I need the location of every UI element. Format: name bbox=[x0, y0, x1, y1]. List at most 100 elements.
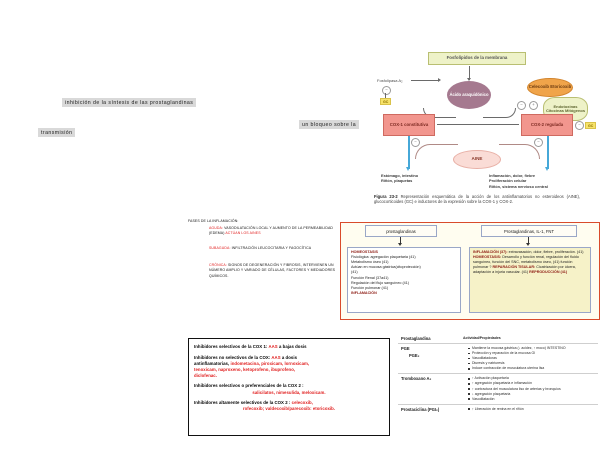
gc-badge-phospholipase: GC bbox=[380, 98, 392, 105]
minus-circle-gc-phospholipase: − bbox=[382, 86, 391, 95]
highlight-fragment-blockade: un bloqueo sobre la bbox=[299, 120, 360, 129]
cox2-label: COX-2 regulada bbox=[530, 121, 564, 127]
nonsel-head: Inhibidores no selectivos de la COX: bbox=[194, 354, 271, 360]
highsel-head: Inhibidores altamente selectivos de la C… bbox=[194, 400, 291, 406]
cox1-head: Inhibidores selectivos de la COX 1: bbox=[194, 344, 268, 349]
cox1-head-red: AAS bbox=[268, 344, 278, 349]
arrowhead-phospholipase bbox=[438, 77, 441, 82]
inflammation-phase-acute: AGUDA: VASODILATACIÓN LOCAL Y AUMENTO DE… bbox=[209, 226, 343, 237]
cox-inhibitors-box: Inhibidores selectivos de la COX 1: AAS … bbox=[188, 338, 390, 436]
minus-circle-aine-cox1: − bbox=[411, 138, 420, 147]
arrow-arachidonic-to-cox1 bbox=[423, 108, 456, 118]
table-row: Prostaciclina (PGI₂) ↑ Liberación de ren… bbox=[398, 405, 598, 414]
homeostasis-line-5: Regulación del flujo sanguíneo (41) bbox=[351, 280, 410, 285]
homeostasis-title: HOMEOSTASIS bbox=[351, 250, 378, 254]
list-item: ↑ Activación plaquetaria bbox=[468, 376, 595, 381]
table-row: PGE PGE₂ Mantiene la mucosa gástrica (↓ … bbox=[398, 344, 598, 375]
inflammation-bold-1: INFLAMACIÓN (37): bbox=[473, 250, 508, 254]
inflammation-phases-card: FASES DE LA INFLAMACIÓN: AGUDA: VASODILA… bbox=[183, 215, 348, 318]
row-name-pge2: PGE₂ bbox=[409, 353, 420, 359]
inflammation-phase-subacute: SUBAGUDA: INFILTRACIÓN LEUCOCITARIA Y FA… bbox=[209, 246, 343, 251]
arrowhead-outflow-left bbox=[406, 167, 410, 171]
row-name-thromboxane: Tromboxano A₂ bbox=[401, 376, 432, 382]
inflammation-phase-chronic: CRÓNICA: SIGNOS DE DEGENERACIÓN Y FIBROS… bbox=[209, 263, 343, 279]
homeostasis-box: HOMEOSTASIS Fisiológica: agregación plaq… bbox=[347, 247, 461, 313]
phase-chronic-label: CRÓNICA: bbox=[209, 263, 227, 267]
outflow-right-line3: Riñón, sistema nervioso central bbox=[489, 183, 548, 189]
table-header-activity: Actividad/Propiedades bbox=[463, 336, 501, 340]
node-arachidonic-acid: Ácido araquidónico bbox=[447, 81, 491, 109]
homeostasis-line-3: (41) bbox=[351, 270, 358, 275]
gc-badge-cox2: GC bbox=[585, 122, 597, 129]
arc-aine-to-cox2 bbox=[499, 144, 540, 159]
cox-group-highly-selective-cox2: Inhibidores altamente selectivos de la C… bbox=[194, 400, 384, 412]
figure-caption: Figura 23-2 Representación esquemática d… bbox=[374, 194, 580, 205]
list-item: ↑ agregación plaquetaria e inflamación bbox=[468, 381, 595, 386]
homeostasis-line-0: Fisiológica: agregación plaquetaria (41) bbox=[351, 255, 416, 260]
inflammation-text-2: Desarrollo y función renal, regulación d… bbox=[473, 255, 579, 270]
inflammation-bold-2: HOMEOSTASIS: bbox=[473, 255, 502, 260]
outflow-left-line1: Estómago, intestino bbox=[381, 173, 419, 178]
homeostasis-line-6: Función pulmonar (41) bbox=[351, 285, 389, 290]
list-item: Vasodilatación bbox=[468, 397, 595, 402]
outflow-text-right: Inflamación, dolor, fiebre Proliferación… bbox=[489, 173, 548, 189]
cox1-head-tail: a bajas dosis bbox=[278, 344, 307, 349]
minus-circle-aine-cox2: − bbox=[534, 138, 543, 147]
inflammation-text-3: Cicatrización por úlcera, adaptación a i… bbox=[473, 265, 576, 275]
table-header-row: Prostaglandina Actividad/Propiedades bbox=[398, 334, 598, 345]
connector-right-chip bbox=[528, 237, 529, 244]
pref-head: Inhibidores selectivos o preferenciales … bbox=[194, 383, 304, 389]
list-item: ↑ Liberación de renina en el riñón bbox=[468, 407, 595, 412]
nonsel-body-black: antinflamatorias, bbox=[194, 360, 230, 366]
row-name-pge: PGE PGE₂ bbox=[398, 344, 460, 373]
phase-chronic-line1: SIGNOS DE DEGENERACIÓN Y FIBROSIS, bbox=[228, 263, 302, 267]
homeostasis-line-2: Actúan en mucosa gástrica(citoprotección… bbox=[351, 265, 421, 270]
table-row: Tromboxano A₂ ↑ Activación plaquetaria ↑… bbox=[398, 374, 598, 405]
list-item: ↓ agregación plaquetaria bbox=[468, 392, 595, 397]
arrow-phospholipid-to-arachidonic bbox=[469, 66, 470, 80]
homeostasis-line-1: Metabolismo óseo (41) bbox=[351, 260, 389, 265]
highsel-body-red: rofecoxib; valdecoxib/parecoxib: etorico… bbox=[242, 406, 336, 412]
row-items-pge: Mantiene la mucosa gástrica (↓ acidez, ↑… bbox=[460, 344, 598, 373]
outflow-bar-left bbox=[408, 136, 410, 169]
inflammation-bold-4: REPRODUCCIÓN (41) bbox=[529, 270, 568, 275]
outflow-right-line2: Proliferación celular bbox=[489, 178, 527, 184]
phase-acute-text: VASODILATACIÓN LOCAL Y AUMENTO DE LA PER… bbox=[209, 226, 334, 236]
highlight-fragment-prostaglandins: inhibición de la síntesis de las prostag… bbox=[62, 98, 197, 107]
outflow-left-line2: Riñón, plaquetas bbox=[381, 178, 413, 184]
node-aine: AINE bbox=[453, 150, 501, 169]
chip-prostaglandins: prostaglandinas bbox=[365, 225, 437, 237]
connector-cox1-cox2 bbox=[437, 124, 519, 125]
highlight-fragment-transmission: transmisión bbox=[38, 128, 76, 137]
chip-prostaglandins-il1-fnt: Prostaglandinas, IL-1, FNT bbox=[481, 225, 577, 237]
figure-caption-label: Figura 23-2 bbox=[374, 194, 398, 199]
row-items-prostacyclin: ↑ Liberación de renina en el riñón bbox=[460, 405, 598, 414]
node-cox1: COX-1 constitutiva bbox=[383, 114, 435, 136]
nonsel-body-red-2: tenoxicam, naproxeno, ketoprofeno, ibupr… bbox=[194, 366, 296, 372]
phase-subacute-label: SUBAGUDA: bbox=[209, 246, 231, 250]
list-item: Protección y reparación de la mucosa GI bbox=[468, 351, 595, 356]
cox-group-selective-cox1: Inhibidores selectivos de la COX 1: AAS … bbox=[194, 344, 384, 350]
outflow-right-line1: Inflamación, dolor, fiebre bbox=[489, 173, 536, 178]
arrowhead-outflow-right bbox=[545, 167, 549, 171]
arrow-arachidonic-to-cox2 bbox=[483, 108, 516, 118]
phase-chronic-line3: CÉLULAS, FACTORES Y MEDIADORES QUÍMICOS. bbox=[209, 268, 336, 278]
phase-chronic-line2: INTERVIENEN UN NÚMERO AMPLIO Y VARIADO D… bbox=[209, 263, 334, 273]
phase-acute-label: AGUDA: bbox=[209, 226, 224, 230]
arrowhead-right-chip bbox=[526, 243, 530, 246]
inflammation-title: FASES DE LA INFLAMACIÓN: bbox=[188, 219, 239, 223]
cox1-label: COX-1 constitutiva bbox=[389, 121, 429, 127]
row-name-pge-text: PGE bbox=[401, 346, 410, 352]
homeostasis-footer: INFLAMACIÓN bbox=[351, 290, 377, 295]
row-name-prostacyclin: Prostaciclina (PGI₂) bbox=[401, 406, 440, 412]
cox-group-preferential-cox2: Inhibidores selectivos o preferenciales … bbox=[194, 383, 384, 395]
inducers-line: Endotoxinas Citocinas Mitógenos bbox=[545, 103, 586, 113]
list-item: Diuresis y natriuresis bbox=[468, 361, 595, 366]
inflammation-bold-3: REPARACIÓN TISULAR: bbox=[492, 265, 536, 270]
table-header-prostaglandin: Prostaglandina bbox=[401, 336, 431, 341]
minus-circle-celecoxib: − bbox=[517, 101, 526, 110]
nonsel-body-red-3: diclofenac. bbox=[194, 372, 217, 378]
plus-circle-inducers: + bbox=[529, 101, 538, 110]
list-item: Vasodilatadoras bbox=[468, 356, 595, 361]
arc-aine-to-cox1 bbox=[415, 144, 458, 159]
